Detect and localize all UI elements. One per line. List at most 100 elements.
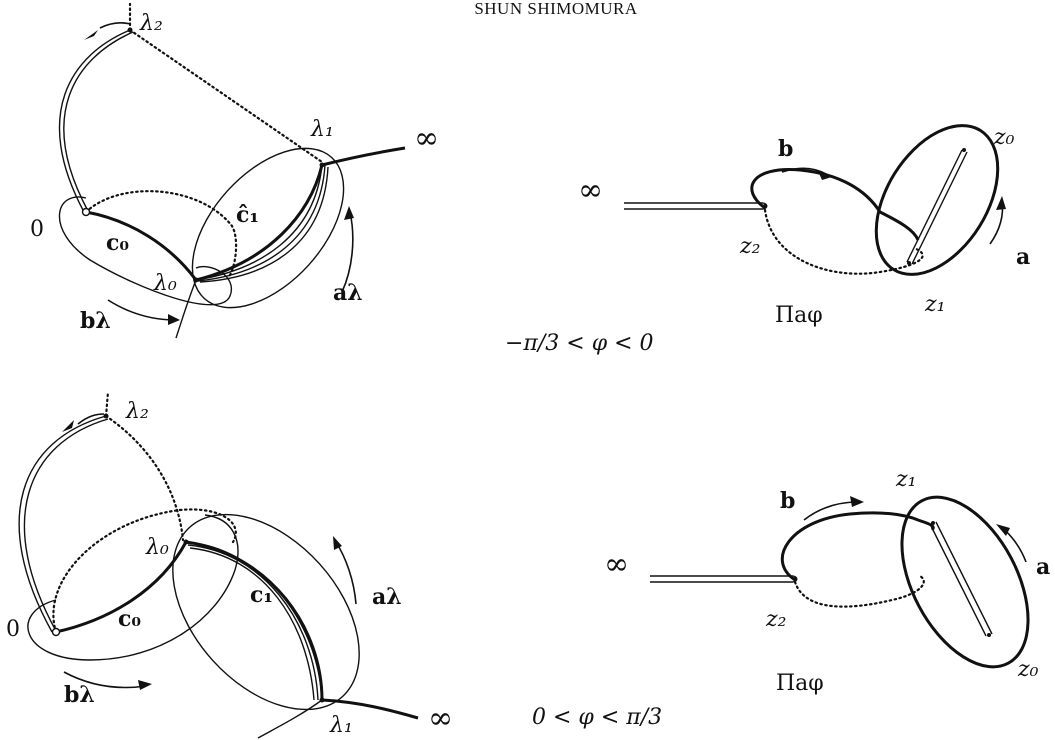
bottom-label-lambda0: λ₀ bbox=[145, 535, 169, 560]
bottom-c0-curve bbox=[55, 541, 188, 634]
top-z-label-z1: z₁ bbox=[924, 292, 945, 317]
top-label-lambda2: λ₂ bbox=[139, 11, 163, 36]
top-point-zero bbox=[81, 207, 91, 217]
top-point-z1 bbox=[907, 261, 911, 265]
top-slit-z0-z1-left bbox=[906, 149, 963, 263]
bottom-dotted-cut-lambda2-up bbox=[104, 390, 110, 418]
bottom-arrowhead-near-lambda2 bbox=[62, 420, 74, 432]
bottom-z-label-z2: z₂ bbox=[765, 607, 786, 632]
top-label-lambda0: λ₀ bbox=[153, 271, 177, 296]
top-a-lambda-arrowhead bbox=[344, 206, 354, 220]
top-label-zero: 0 bbox=[30, 217, 44, 242]
bottom-b-lambda-cycle bbox=[27, 514, 239, 661]
bottom-label-lambda2: λ₂ bbox=[125, 399, 149, 424]
top-path-lambda2-to-zero-inner bbox=[63, 31, 134, 212]
bottom-a-arrowhead bbox=[996, 524, 1010, 536]
top-z-label-z2: z₂ bbox=[739, 234, 760, 259]
bottom-path-lambda2-to-zero bbox=[18, 415, 107, 633]
bottom-label-c1: c₁ bbox=[250, 582, 273, 608]
top-point-lambda0 bbox=[193, 277, 199, 283]
top-z-label-z0: z₀ bbox=[993, 125, 1015, 150]
top-b-lambda-arrowhead bbox=[168, 314, 180, 325]
bottom-point-lambda2 bbox=[103, 413, 109, 419]
bottom-z-label-pi: Πaφ bbox=[776, 671, 824, 696]
bottom-z-label-z0: z₀ bbox=[1017, 657, 1039, 682]
bottom-c1-line3 bbox=[189, 547, 315, 701]
top-z-label-b: b bbox=[778, 136, 793, 162]
top-b-lambda-cycle bbox=[58, 196, 233, 306]
top-path-lambda1-to-infinity bbox=[321, 146, 406, 167]
top-lambda-plane: λ₂ λ₁ λ₀ 0 ∞ c₀ ĉ₁ aλ bλ bbox=[30, 2, 439, 339]
bottom-label-b-lambda: bλ bbox=[64, 682, 95, 708]
bottom-path-lambda1-down bbox=[257, 699, 323, 739]
bottom-label-infinity: ∞ bbox=[428, 701, 453, 736]
bottom-path-lambda1-to-infinity bbox=[321, 698, 419, 720]
bottom-c1-line4 bbox=[185, 540, 324, 701]
top-label-b-lambda: bλ bbox=[80, 308, 111, 334]
top-b-arrow bbox=[781, 167, 827, 175]
top-label-a-lambda: aλ bbox=[333, 280, 363, 306]
bottom-b-path bbox=[781, 511, 935, 582]
top-dotted-arc bbox=[84, 190, 238, 280]
top-a-cycle bbox=[874, 124, 1000, 276]
bottom-a-lambda-arrow bbox=[335, 541, 357, 605]
top-dotted-lower-path bbox=[763, 208, 924, 275]
top-slit-z0-z1-right bbox=[911, 151, 968, 265]
top-path-lambda0-down bbox=[175, 279, 197, 339]
top-b-arrowhead bbox=[818, 171, 832, 180]
top-point-lambda2 bbox=[127, 27, 133, 33]
top-c1hat-line3 bbox=[199, 166, 329, 283]
top-z-label-pi: Πaφ bbox=[775, 303, 823, 328]
top-z-label-infinity: ∞ bbox=[578, 173, 603, 208]
bottom-dotted-arc bbox=[52, 508, 237, 634]
top-label-infinity: ∞ bbox=[414, 121, 439, 156]
bottom-arrow-near-lambda2 bbox=[77, 413, 105, 425]
top-c1hat-line1 bbox=[195, 164, 323, 281]
bottom-b-lambda-arrowhead bbox=[138, 680, 152, 690]
bottom-label-c0: c₀ bbox=[118, 606, 141, 632]
bottom-a-cycle bbox=[900, 495, 1030, 669]
top-label-lambda1: λ₁ bbox=[310, 117, 334, 142]
bottom-b-lambda-arrow bbox=[63, 671, 147, 689]
top-label-c1hat: ĉ₁ bbox=[236, 202, 259, 228]
bottom-path-lambda2-to-zero-inner bbox=[23, 418, 109, 632]
bottom-point-lambda0 bbox=[183, 539, 189, 545]
bottom-z-label-a: a bbox=[1036, 554, 1050, 580]
top-b-lambda-arrow bbox=[107, 299, 177, 321]
top-arrow-near-lambda2 bbox=[99, 22, 131, 29]
top-arrowhead-near-lambda2 bbox=[84, 30, 98, 40]
top-z-plane: ∞ b a z₀ z₁ z₂ Πaφ bbox=[578, 124, 1030, 328]
bottom-a-lambda-arrowhead bbox=[333, 536, 342, 550]
bottom-dotted-cut-lambda2-lambda0 bbox=[104, 414, 185, 542]
bottom-label-zero: 0 bbox=[6, 617, 20, 642]
bottom-a-lambda-cycle bbox=[172, 513, 360, 711]
top-path-lambda2-to-zero bbox=[58, 29, 131, 213]
bottom-point-zero bbox=[51, 627, 61, 637]
top-c0-curve bbox=[85, 210, 198, 281]
bottom-lambda-plane: λ₂ λ₁ λ₀ 0 ∞ c₀ c₁ aλ bλ bbox=[6, 390, 453, 739]
bottom-b-arrowhead bbox=[850, 496, 864, 507]
bottom-point-lambda1 bbox=[319, 697, 325, 703]
bottom-dotted-lower-path bbox=[793, 574, 925, 608]
top-c1hat-line4 bbox=[195, 164, 324, 282]
top-point-z0 bbox=[962, 148, 966, 152]
bottom-point-z0 bbox=[987, 633, 991, 637]
bottom-z-label-infinity: ∞ bbox=[604, 547, 629, 582]
top-point-lambda1 bbox=[319, 162, 325, 168]
top-z-label-a: a bbox=[1016, 244, 1030, 270]
bottom-z-label-b: b bbox=[780, 488, 795, 514]
bottom-slit-z1-z0-right bbox=[935, 521, 993, 635]
bottom-point-z1 bbox=[931, 521, 935, 525]
bottom-slit-z1-z0-left bbox=[929, 523, 987, 637]
bottom-label-a-lambda: aλ bbox=[372, 584, 402, 610]
bottom-condition: 0 < φ < π/3 bbox=[532, 705, 662, 730]
top-condition: −π/3 < φ < 0 bbox=[505, 331, 654, 356]
bottom-z-label-z1: z₁ bbox=[895, 467, 916, 492]
top-c1hat-line2 bbox=[197, 164, 326, 282]
top-dotted-cut-lambda2-lambda1 bbox=[128, 28, 324, 164]
top-label-c0: c₀ bbox=[106, 230, 129, 256]
top-b-path bbox=[750, 168, 882, 213]
running-head: SHUN SHIMOMURA bbox=[474, 0, 638, 18]
bottom-z-plane: ∞ b a z₀ z₁ z₂ Πaφ bbox=[604, 467, 1050, 696]
